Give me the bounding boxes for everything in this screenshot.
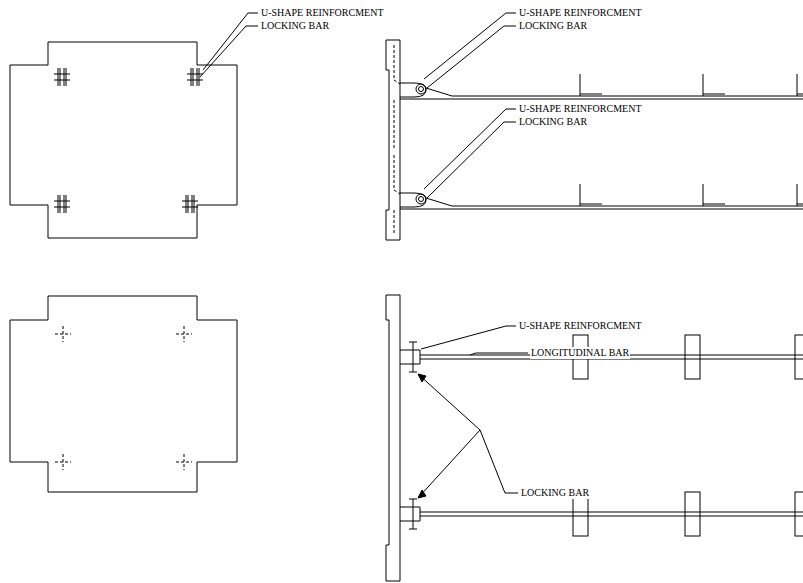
callout-label: LOCKING BAR	[260, 20, 330, 32]
callout-label: LONGITUDINAL BAR	[530, 347, 630, 359]
bars-and-hooks	[400, 74, 803, 209]
hidden-bar-marks	[55, 326, 192, 470]
leader-lines	[200, 13, 528, 498]
callout-label: LOCKING BAR	[518, 116, 588, 128]
callout-label: LOCKING BAR	[518, 20, 588, 32]
plate-outline	[10, 296, 237, 492]
callout-label: U-SHAPE REINFORCMENT	[518, 7, 643, 19]
plate-section	[386, 295, 400, 581]
u-shape-symbols	[54, 68, 203, 213]
callout-label: U-SHAPE REINFORCMENT	[518, 320, 643, 332]
u-shape-hidden	[394, 45, 400, 235]
plate-outline	[10, 42, 237, 238]
callout-label: U-SHAPE REINFORCMENT	[518, 103, 643, 115]
plate-section	[386, 40, 400, 240]
callout-label: LOCKING BAR	[520, 487, 590, 499]
callout-label: U-SHAPE REINFORCMENT	[260, 7, 385, 19]
longitudinal-bars	[400, 335, 803, 536]
